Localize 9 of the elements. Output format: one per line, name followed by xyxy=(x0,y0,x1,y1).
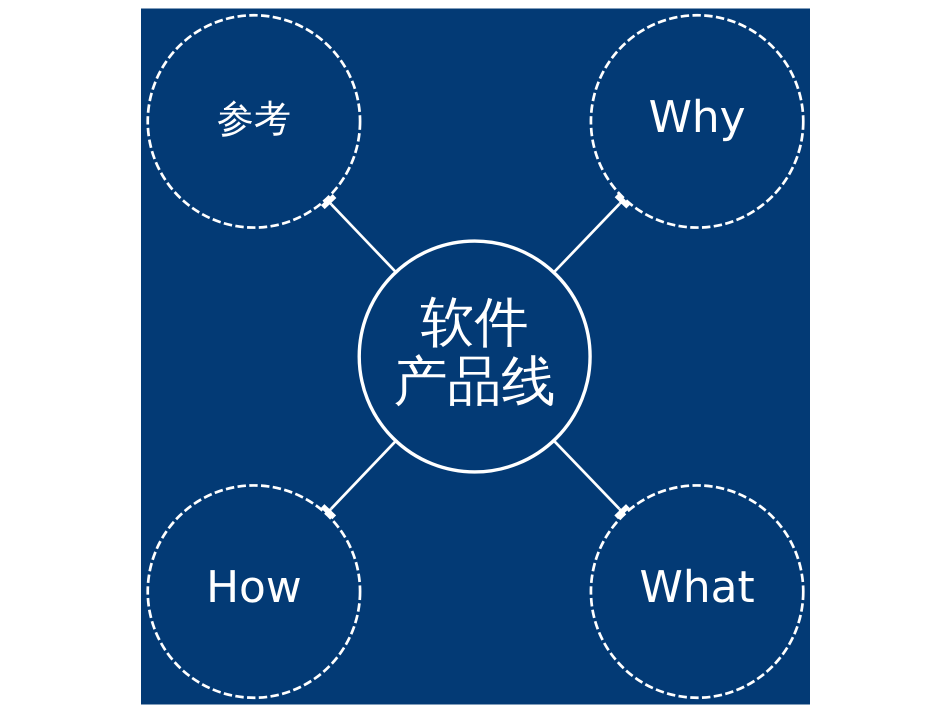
node-circle: 软件产品线 xyxy=(357,239,592,474)
connector xyxy=(552,193,630,274)
connector xyxy=(320,440,396,520)
node-circle: What xyxy=(589,484,804,700)
connector xyxy=(552,440,630,520)
connector xyxy=(320,194,396,273)
node-circle: Why xyxy=(589,14,804,229)
node-circle: How xyxy=(146,484,361,700)
node-circle: 参考 xyxy=(146,14,361,229)
